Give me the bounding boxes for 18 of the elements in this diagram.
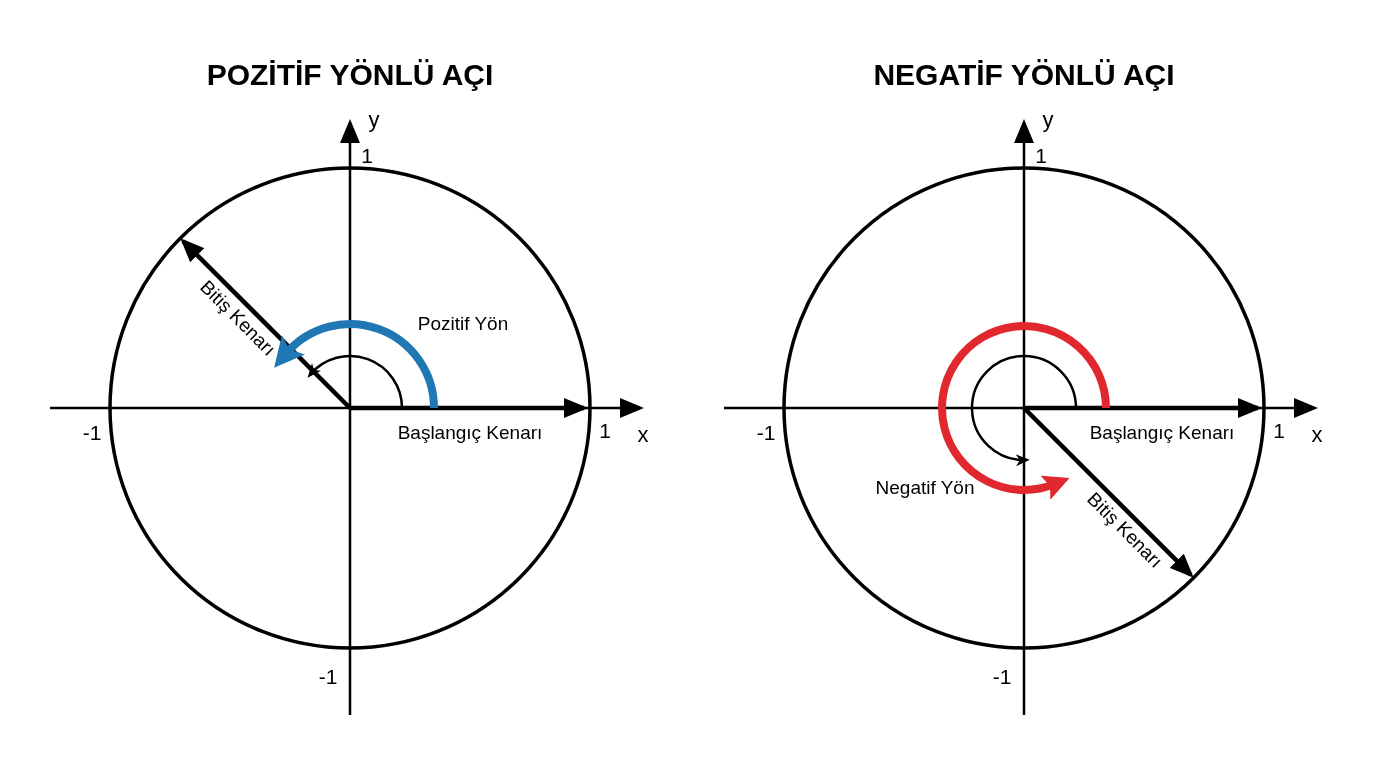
panel-title: POZİTİF YÖNLÜ AÇI bbox=[206, 60, 494, 90]
panel-title: NEGATİF YÖNLÜ AÇI bbox=[873, 60, 1175, 90]
tick-label: -1 bbox=[756, 421, 776, 443]
direction-label: Pozitif Yön bbox=[417, 313, 509, 333]
tick-label: 1 bbox=[1035, 144, 1047, 166]
ray-label: Başlangıç Kenarı bbox=[397, 422, 543, 442]
tick-label: 1 bbox=[599, 419, 611, 441]
tick-label: 1 bbox=[1273, 419, 1285, 441]
axis-label: y bbox=[1042, 109, 1054, 131]
tick-label: -1 bbox=[992, 665, 1012, 687]
tick-label: -1 bbox=[82, 421, 102, 443]
axis-label: x bbox=[1311, 424, 1323, 446]
tick-label: 1 bbox=[361, 144, 373, 166]
direction-label: Negatif Yön bbox=[875, 477, 975, 497]
ray-label: Başlangıç Kenarı bbox=[1089, 422, 1235, 442]
tick-label: -1 bbox=[318, 665, 338, 687]
axis-label: y bbox=[368, 109, 380, 131]
axis-label: x bbox=[637, 424, 649, 446]
